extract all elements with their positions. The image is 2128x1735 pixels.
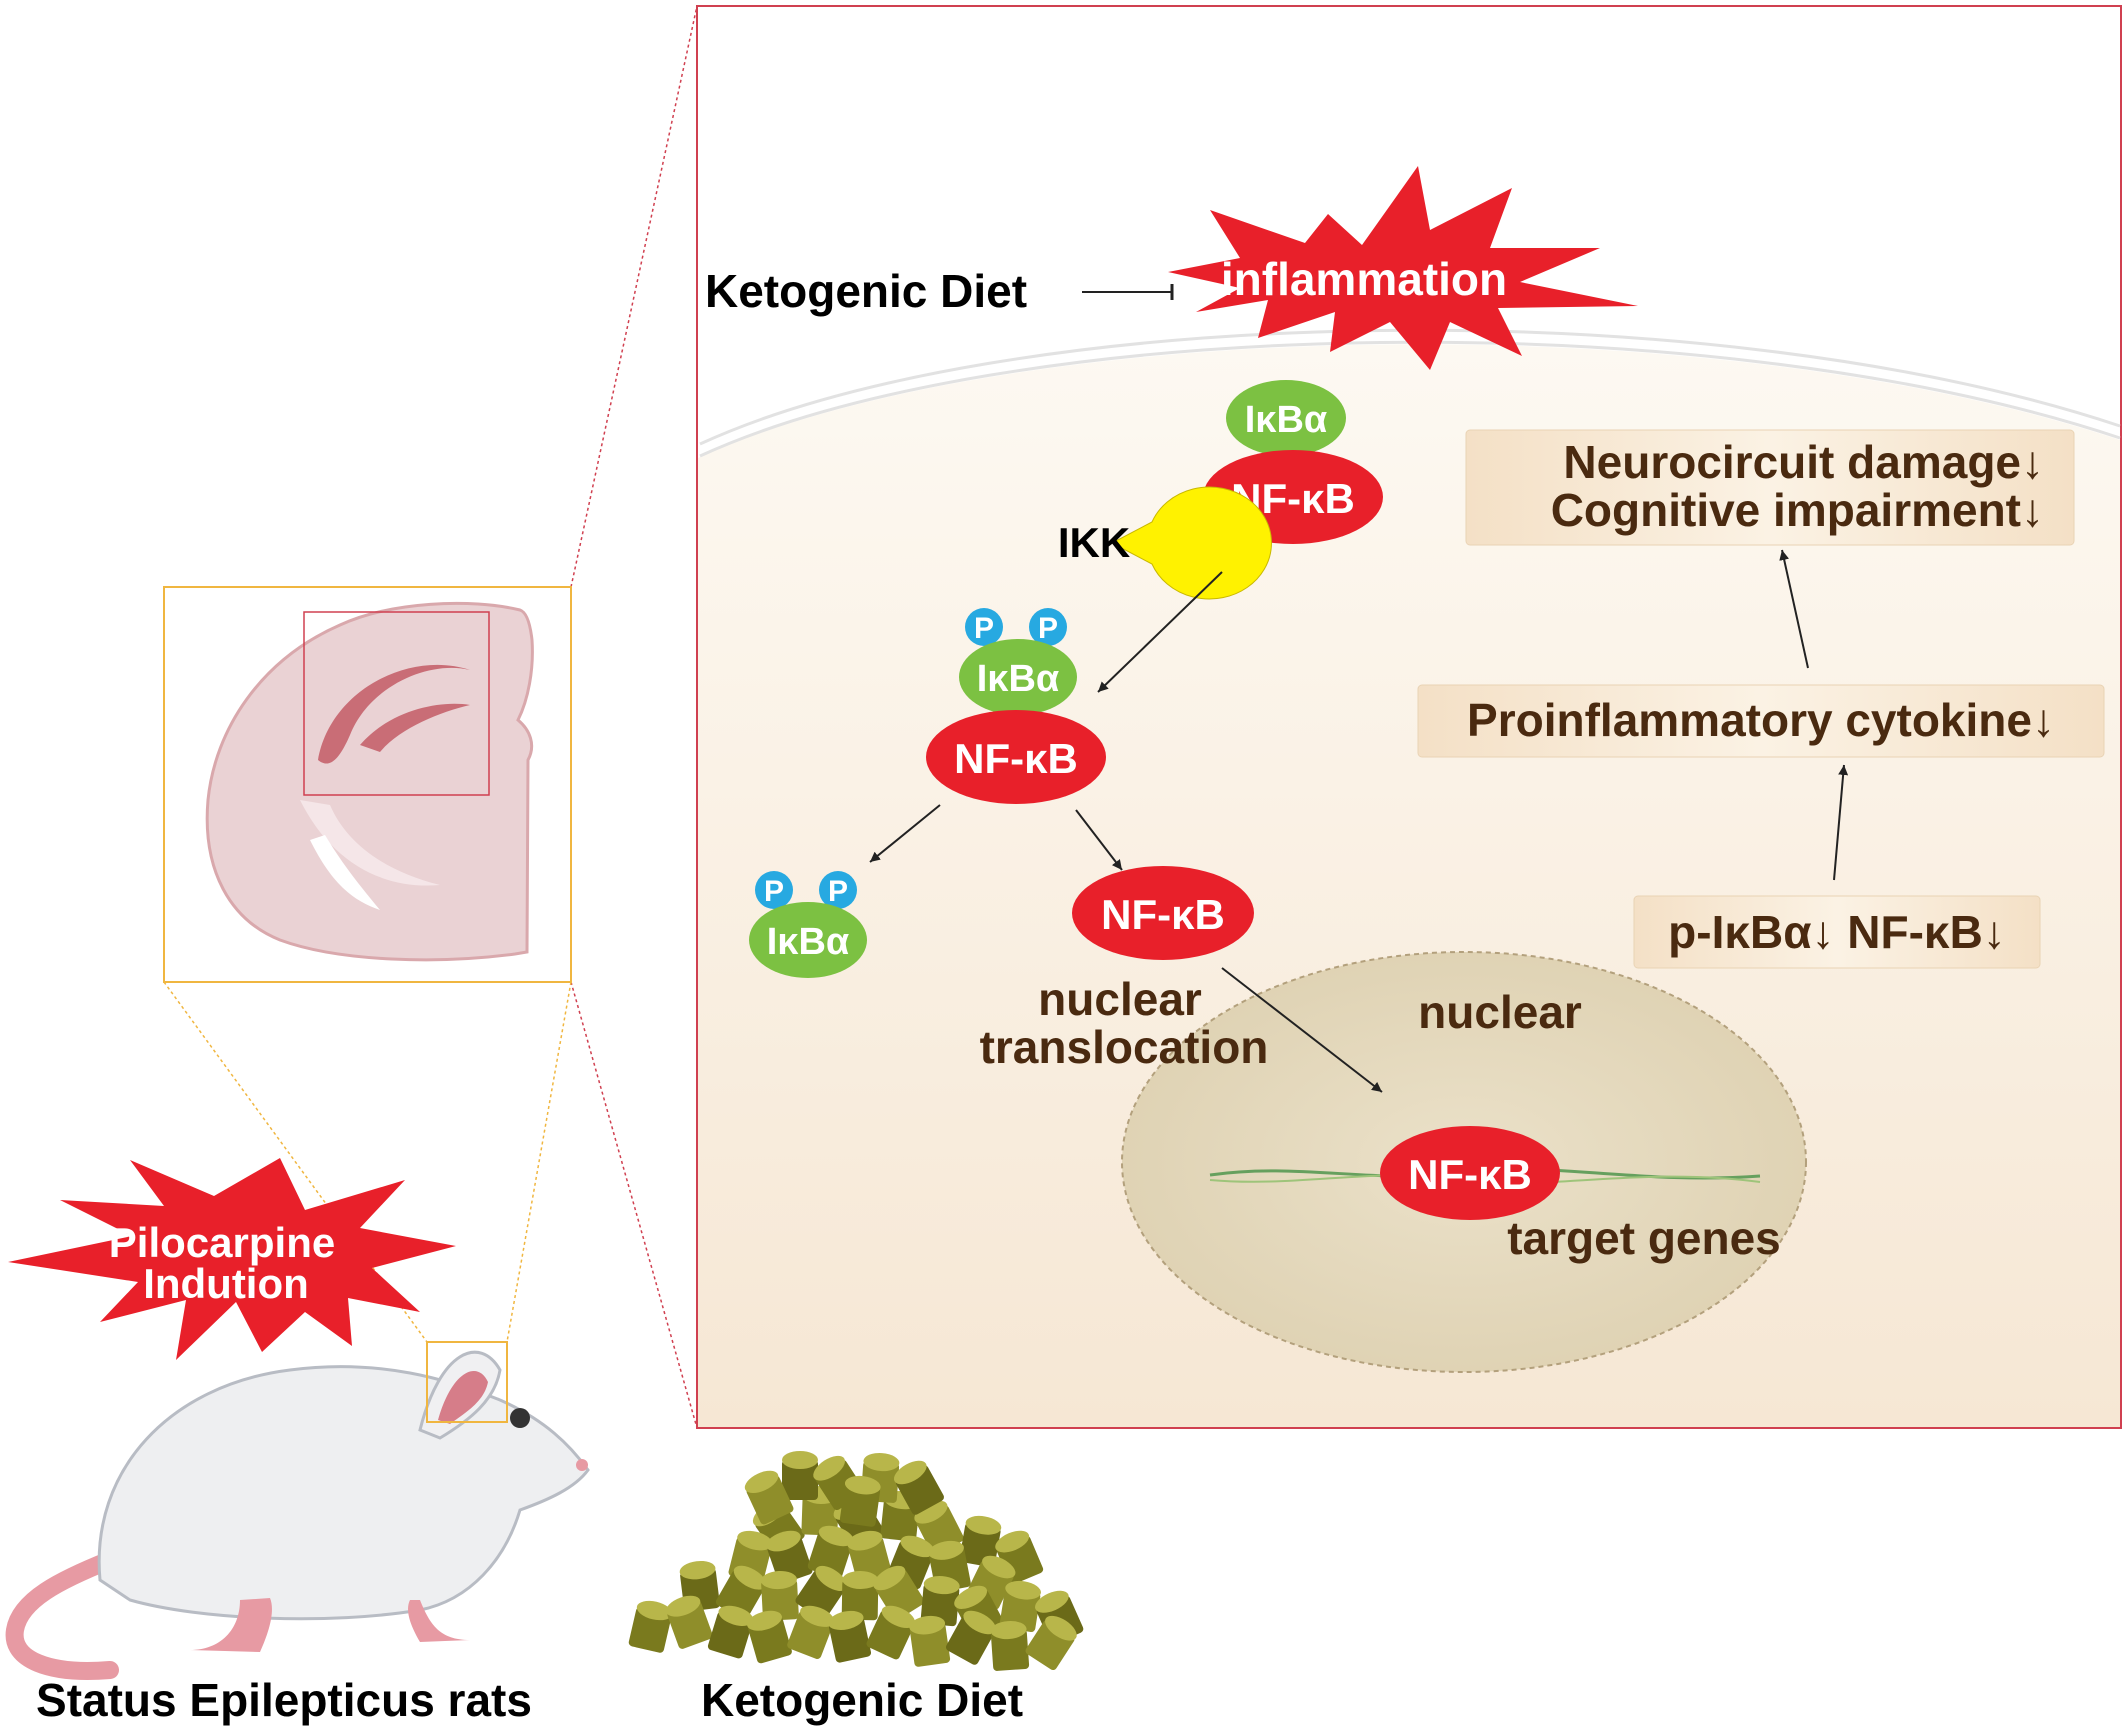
inflammation-label: inflammation	[1221, 253, 1507, 305]
ikba-top-label: IκBα	[1245, 399, 1328, 441]
phospho-mid-2-label: P	[1038, 612, 1058, 645]
nuclear-translocation-line2: translocation	[980, 1021, 1269, 1073]
diet-pellet	[1025, 1615, 1077, 1671]
diet-pellet	[744, 1470, 794, 1525]
nuclear-translocation-line1: nuclear	[1038, 973, 1202, 1025]
rat-nose	[576, 1459, 588, 1471]
diet-pellet	[866, 1605, 916, 1660]
cytokine-label: Proinflammatory cytokine↓	[1467, 694, 2055, 746]
inflammation-burst	[1168, 166, 1638, 370]
target-genes-label: target genes	[1507, 1212, 1781, 1264]
panel-ketogenic-diet-label: Ketogenic Diet	[705, 265, 1027, 317]
rat-back-foot	[190, 1598, 272, 1652]
ikba-mid-label: IκBα	[977, 658, 1060, 700]
phospho-bottom-2-label: P	[828, 875, 848, 908]
ikk-label: IKK	[1058, 519, 1130, 566]
ikba-bottom-label: IκBα	[767, 921, 850, 963]
nfkb-free-label: NF-κB	[1101, 891, 1225, 938]
outcome-box	[1465, 429, 2075, 546]
pilocarpine-line1: Pilocarpine	[109, 1219, 335, 1266]
ketogenic-diet-pellets	[628, 1451, 1084, 1671]
rat-front-foot	[408, 1600, 470, 1642]
arrow-ikba-release	[869, 804, 941, 863]
ikba-bottom	[749, 902, 867, 978]
arrow-translocation	[1221, 967, 1383, 1093]
protein-box	[1633, 895, 2041, 969]
rat-illustration	[5, 1341, 590, 1680]
nfkb-mid	[926, 710, 1106, 804]
brain-slice	[205, 601, 534, 962]
diet-pellet	[787, 1605, 835, 1659]
ikk-enzyme	[1110, 486, 1272, 600]
diet-pellet	[782, 1451, 818, 1500]
brain-section	[163, 586, 572, 983]
arrow-to-outcome	[1779, 549, 1809, 669]
nfkb-nucleus-label: NF-κB	[1408, 1151, 1532, 1198]
outcome-line1: Neurocircuit damage↓	[1563, 436, 2044, 488]
nfkb-free	[1072, 866, 1254, 960]
pilocarpine-starburst	[8, 1158, 456, 1360]
diet-pellet	[990, 1620, 1030, 1671]
diet-pellet	[909, 1615, 951, 1667]
diet-pellet	[920, 1575, 960, 1627]
cytokine-box	[1417, 684, 2105, 758]
diet-label: Ketogenic Diet	[701, 1674, 1023, 1726]
nfkb-mid-label: NF-κB	[954, 735, 1078, 782]
phospho-bottom-2	[819, 871, 857, 909]
rat-label: Status Epilepticus rats	[36, 1674, 532, 1726]
diet-pellet	[828, 1610, 872, 1663]
phospho-bottom-1	[755, 871, 793, 909]
rat-eye	[510, 1408, 530, 1428]
phospho-mid-1-label: P	[974, 612, 994, 645]
outcome-line2: Cognitive impairment↓	[1551, 484, 2044, 536]
nuclear-label: nuclear	[1418, 986, 1582, 1038]
rat-head-zoom-box	[426, 1341, 508, 1423]
diet-pellet	[628, 1600, 673, 1653]
phospho-bottom-1-label: P	[764, 875, 784, 908]
arrow-nfkb-release	[1075, 809, 1123, 871]
pilocarpine-burst: Pilocarpine Indution	[8, 1158, 456, 1360]
diet-pellet	[760, 1570, 799, 1621]
zoom-connectors	[163, 5, 698, 1429]
mechanism-panel: inflammation Ketogenic Diet IκBα NF-κB I…	[696, 5, 2122, 1429]
diet-pellet	[945, 1610, 997, 1665]
phospho-mid-2	[1029, 608, 1067, 646]
nfkb-nucleus	[1380, 1126, 1560, 1220]
ikba-mid	[959, 639, 1077, 715]
arrow-to-cytokine	[1833, 764, 1849, 881]
arrow-phosphorylation	[1097, 571, 1223, 693]
pilocarpine-line2: Indution	[143, 1260, 309, 1307]
rat-body	[97, 1365, 590, 1621]
diet-pellet	[665, 1595, 713, 1649]
rat-tail	[5, 1551, 119, 1680]
phospho-mid-1	[965, 608, 1003, 646]
diet-pellet	[841, 1570, 879, 1621]
protein-label: p-IκBα↓ NF-κB↓	[1668, 906, 2006, 958]
ikba-top	[1226, 380, 1346, 456]
diet-pellet	[893, 1460, 945, 1515]
diet-pellet	[747, 1610, 792, 1664]
diet-pellet	[707, 1605, 754, 1659]
diet-pellet	[839, 1475, 881, 1527]
zoom-region	[303, 611, 490, 796]
